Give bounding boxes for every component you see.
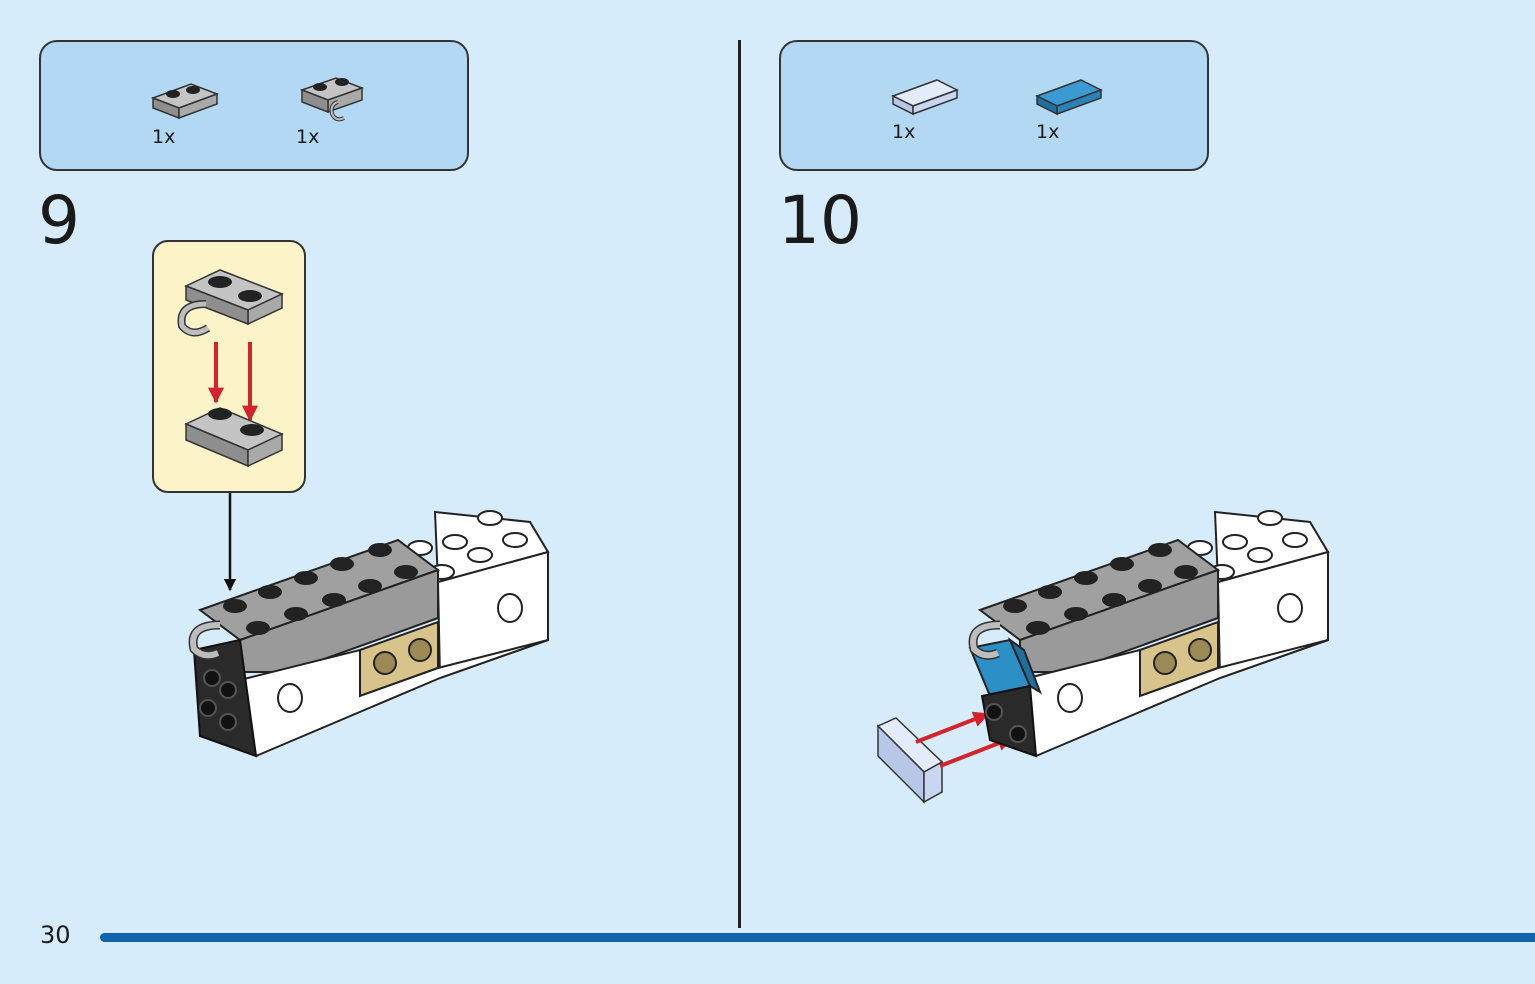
parts-list-step-9: 1x 1x	[39, 40, 469, 171]
page-accent-bar	[100, 933, 1535, 942]
page-divider	[738, 40, 741, 928]
blue-tile-icon	[1035, 79, 1103, 116]
part-qty: 1x	[152, 126, 176, 148]
step-number: 9	[38, 182, 80, 259]
part-qty: 1x	[296, 126, 320, 148]
parts-list-step-10: 1x 1x	[779, 40, 1209, 171]
gray-plate-1x2-icon	[150, 83, 220, 120]
sub-assembly-callout	[152, 240, 306, 493]
gray-plate-clip-icon	[299, 77, 365, 122]
trans-light-blue-tile-icon	[891, 79, 959, 116]
step-number: 10	[778, 182, 862, 259]
callout-arrow	[223, 493, 237, 592]
build-model-step-10	[876, 510, 1330, 804]
part-qty: 1x	[1036, 121, 1060, 143]
build-model-step-9	[188, 510, 550, 758]
sub-assembly-diagram	[177, 269, 284, 468]
page-number: 30	[40, 921, 71, 949]
part-qty: 1x	[892, 121, 916, 143]
